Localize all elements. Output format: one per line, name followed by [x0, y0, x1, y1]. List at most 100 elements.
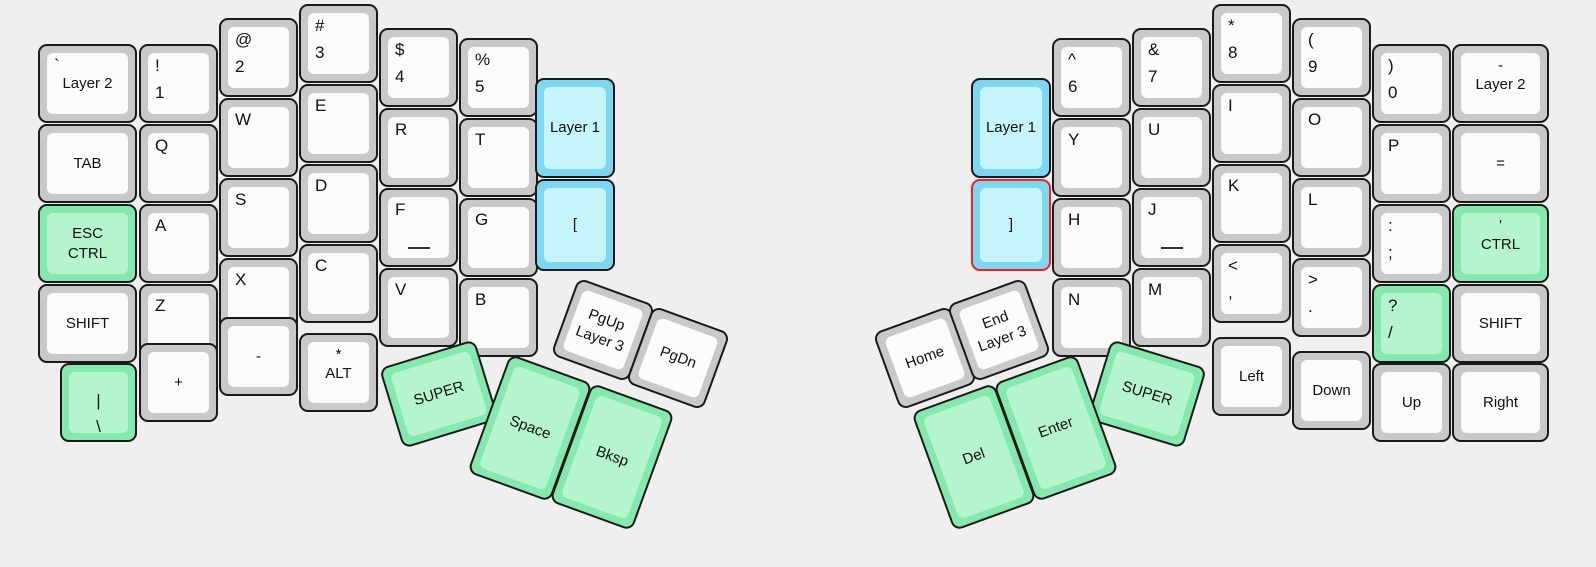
key-legend-top: U	[1148, 120, 1161, 139]
keycap: !1	[148, 53, 209, 114]
key-pinky-outer-TAB[interactable]: TAB	[38, 124, 137, 203]
key-bottom-pipe[interactable]: | \	[60, 363, 137, 442]
key-middle-K[interactable]: K	[1212, 164, 1291, 243]
keycap: Up	[1381, 372, 1442, 433]
key-legend-bottom: 7	[1148, 67, 1158, 86]
keycap: <,	[1221, 253, 1282, 314]
homing-bar	[1160, 247, 1183, 249]
key-pinky-outer-Layer 2[interactable]: -Layer 2	[1452, 44, 1549, 123]
key-pinky-outer-L-c1-r3[interactable]: ESC CTRL	[38, 204, 137, 283]
key-pinky-inner-![interactable]: !1	[139, 44, 218, 123]
key-pinky-inner-A[interactable]: A	[139, 204, 218, 283]
key-index-&[interactable]: &7	[1132, 28, 1211, 107]
key-pinky-outer-=[interactable]: =	[1452, 124, 1549, 203]
key-index-M[interactable]: M	[1132, 268, 1211, 347]
key-ring-W[interactable]: W	[219, 98, 298, 177]
key-legend-bottom: .	[1308, 297, 1313, 316]
key-pinky-inner-)[interactable]: )0	[1372, 44, 1451, 123]
key-ring-@[interactable]: @2	[219, 18, 298, 97]
key-legend-center: PgUp Layer 3	[573, 305, 628, 356]
key-bottom-Left[interactable]: Left	[1212, 337, 1291, 416]
keycap: 'CTRL	[1461, 213, 1540, 274]
key-middle-C[interactable]: C	[299, 244, 378, 323]
key-middle-#[interactable]: #3	[299, 4, 378, 83]
keycap: SHIFT	[47, 293, 128, 354]
keycap: U	[1141, 117, 1202, 178]
key-pinky-inner-Q[interactable]: Q	[139, 124, 218, 203]
key-middle-E[interactable]: E	[299, 84, 378, 163]
key-middle-D[interactable]: D	[299, 164, 378, 243]
key-legend-center: Layer 2	[1475, 75, 1526, 93]
key-index-J[interactable]: J	[1132, 188, 1211, 267]
key-ring-O[interactable]: O	[1292, 98, 1371, 177]
key-bottom-Right[interactable]: Right	[1452, 363, 1549, 442]
key-bottom--[interactable]: -	[219, 317, 298, 396]
key-index-inner-G[interactable]: G	[459, 198, 538, 277]
key-legend-bottom: 2	[235, 57, 245, 76]
key-middle-*[interactable]: *8	[1212, 4, 1291, 83]
keycap: &7	[1141, 37, 1202, 98]
key-bottom-ALT[interactable]: *ALT	[299, 333, 378, 412]
keycap: -Layer 2	[1461, 53, 1540, 114]
keycap: | \	[69, 372, 128, 433]
key-legend-center: SHIFT	[1478, 314, 1523, 332]
key-index-inner-Y[interactable]: Y	[1052, 118, 1131, 197]
key-legend-center: Bksp	[593, 442, 631, 471]
key-index-U[interactable]: U	[1132, 108, 1211, 187]
key-index-$[interactable]: $4	[379, 28, 458, 107]
key-pinky-outer-Layer 2[interactable]: `Layer 2	[38, 44, 137, 123]
key-legend-center: ESC CTRL	[67, 224, 108, 262]
keycap: V	[388, 277, 449, 338]
key-index-R[interactable]: R	[379, 108, 458, 187]
key-middle-<[interactable]: <,	[1212, 244, 1291, 323]
key-pinky-outer-SHIFT[interactable]: SHIFT	[1452, 284, 1549, 363]
key-index-inner-^[interactable]: ^6	[1052, 38, 1131, 117]
keycap: Y	[1061, 127, 1122, 188]
key-legend-top: J	[1148, 200, 1157, 219]
key-legend-top: Q	[155, 136, 169, 155]
keycap: A	[148, 213, 209, 274]
key-legend-top-symbol: -	[1498, 57, 1503, 74]
key-right-layer1[interactable]: Layer 1	[971, 78, 1051, 178]
keycap: Q	[148, 133, 209, 194]
key-index-inner-T[interactable]: T	[459, 118, 538, 197]
keycap: R	[388, 117, 449, 178]
key-legend-top: %	[475, 50, 491, 69]
keycap: S	[228, 187, 289, 248]
key-index-inner-N[interactable]: N	[1052, 278, 1131, 357]
keycap: #3	[308, 13, 369, 74]
key-legend-top: E	[315, 96, 327, 115]
key-pinky-outer-CTRL[interactable]: 'CTRL	[1452, 204, 1549, 283]
key-right-bracket[interactable]: ]	[971, 179, 1051, 271]
key-ring-L[interactable]: L	[1292, 178, 1371, 257]
key-bottom-+[interactable]: +	[139, 343, 218, 422]
key-pinky-inner-P[interactable]: P	[1372, 124, 1451, 203]
key-legend-top: :	[1388, 216, 1393, 235]
key-ring->[interactable]: >.	[1292, 258, 1371, 337]
key-left-layer1[interactable]: Layer 1	[535, 78, 615, 178]
key-ring-([interactable]: (9	[1292, 18, 1371, 97]
keycap: J	[1141, 197, 1202, 258]
key-legend-bottom: 8	[1228, 43, 1238, 62]
key-legend-top: <	[1228, 256, 1238, 275]
key-index-V[interactable]: V	[379, 268, 458, 347]
key-legend-center: | \	[96, 391, 101, 433]
keycap: K	[1221, 173, 1282, 234]
key-pinky-inner-?[interactable]: ?/	[1372, 284, 1451, 363]
key-pinky-inner-:[interactable]: :;	[1372, 204, 1451, 283]
key-legend-top: )	[1388, 56, 1394, 75]
key-index-inner-H[interactable]: H	[1052, 198, 1131, 277]
key-ring-S[interactable]: S	[219, 178, 298, 257]
key-legend-center: Layer 1	[985, 119, 1037, 137]
key-bottom-Up[interactable]: Up	[1372, 363, 1451, 442]
key-middle-I[interactable]: I	[1212, 84, 1291, 163]
key-bottom-Down[interactable]: Down	[1292, 351, 1371, 430]
key-legend-top: F	[395, 200, 406, 219]
key-pinky-outer-SHIFT[interactable]: SHIFT	[38, 284, 137, 363]
key-left-bracket[interactable]: [	[535, 179, 615, 271]
key-legend-bottom: 9	[1308, 57, 1318, 76]
key-legend-center: CTRL	[1480, 235, 1521, 253]
key-index-inner-%[interactable]: %5	[459, 38, 538, 117]
key-index-F[interactable]: F	[379, 188, 458, 267]
